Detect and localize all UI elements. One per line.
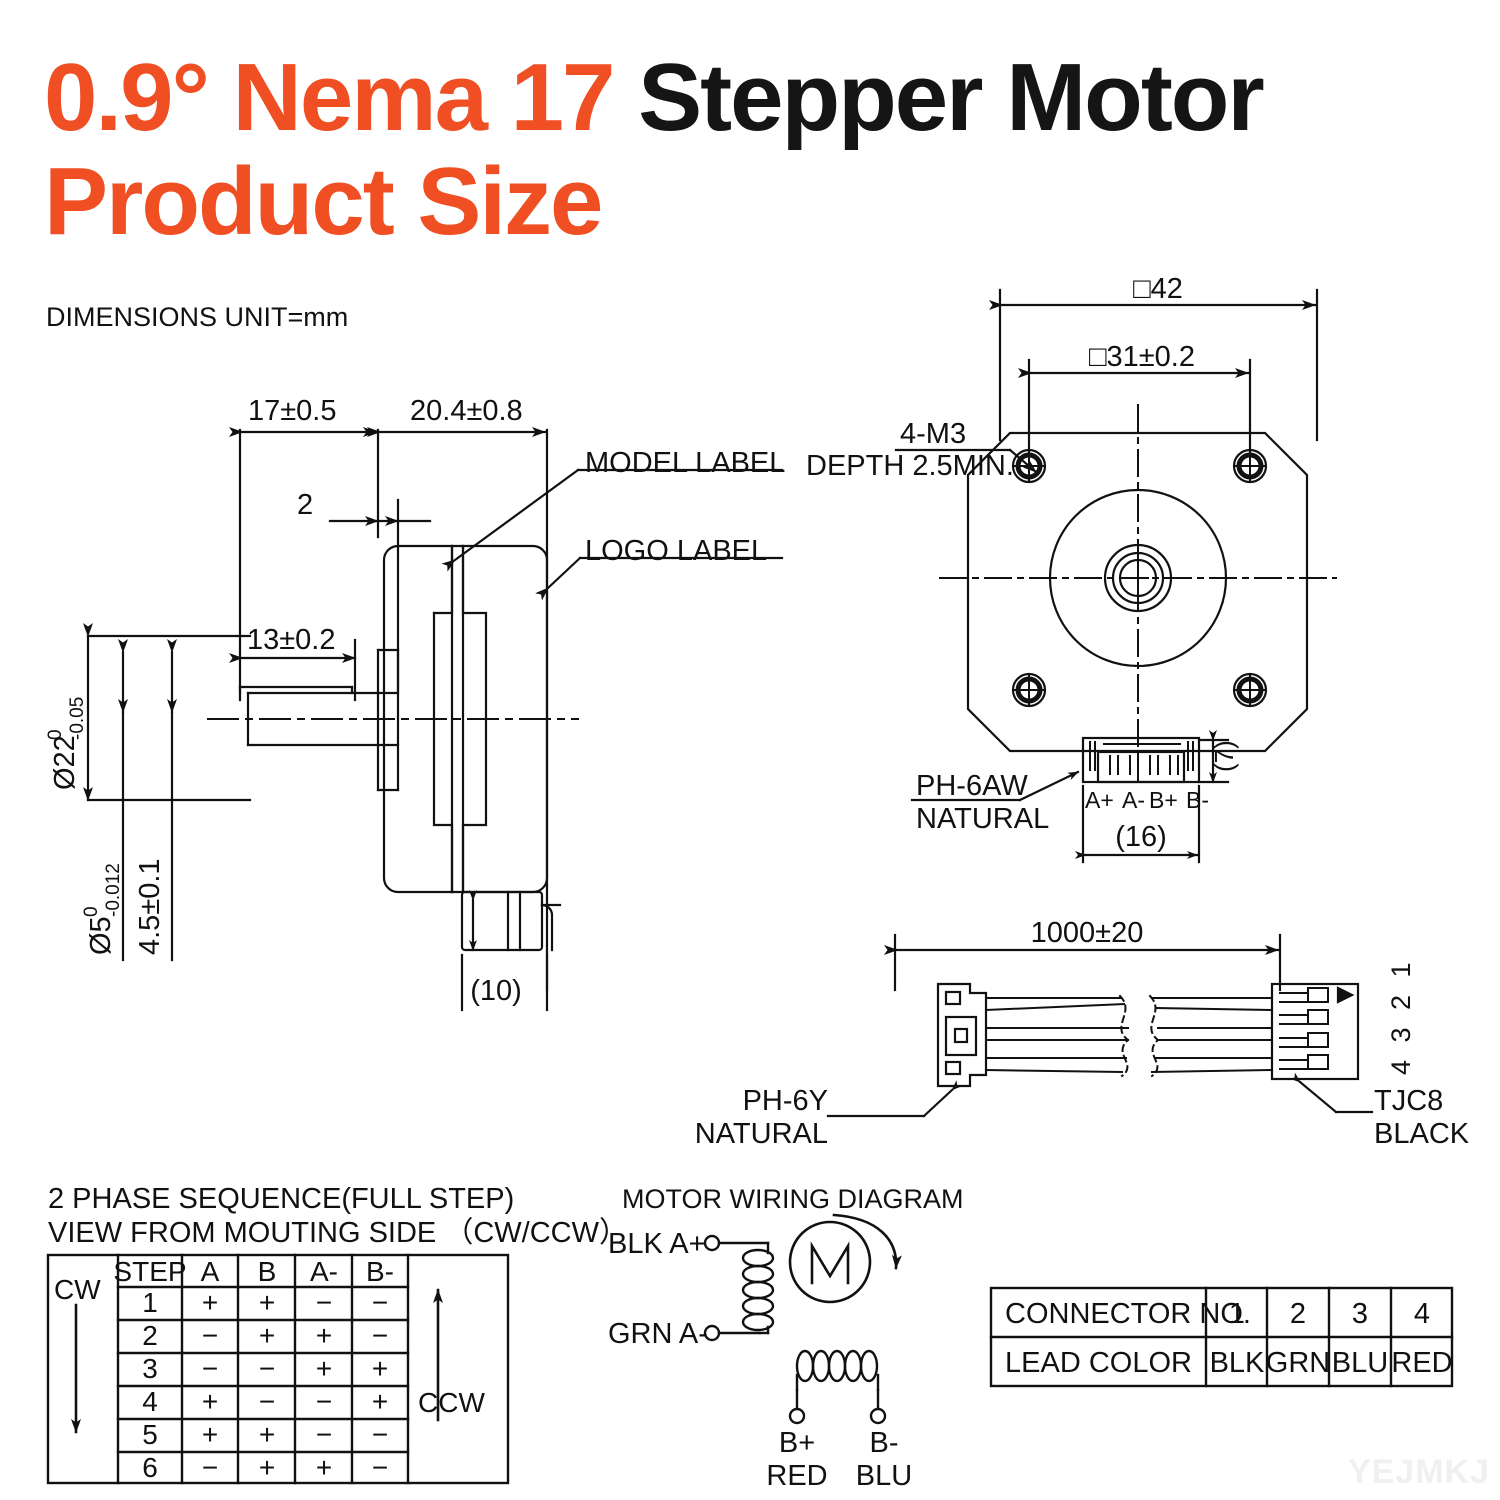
cable-pin-numbers: 4 3 2 1: [1386, 957, 1416, 1075]
phase-cell-6-b: +: [259, 1452, 275, 1483]
dim-cable-length: 1000±20: [1031, 917, 1144, 949]
lead-table-color-1: BLK: [1210, 1347, 1265, 1379]
pin-label-a-minus: A-: [1122, 787, 1145, 813]
dim-flange: 2: [297, 489, 313, 521]
phase-cell-3-a: −: [202, 1353, 218, 1384]
phase-cell-1-b: +: [259, 1287, 275, 1318]
lead-table-row1-label: CONNECTOR NO.: [1005, 1298, 1251, 1330]
cable-right-connector-color: BLACK: [1374, 1118, 1470, 1150]
dim-square-outer: □42: [1133, 273, 1183, 305]
phase-cell-2-a-minus: +: [316, 1320, 332, 1351]
pin-label-a-plus: A+: [1085, 787, 1114, 813]
lead-table-row2-label: LEAD COLOR: [1005, 1347, 1192, 1379]
phase-cell-3-b-minus: +: [372, 1353, 388, 1384]
phase-cell-2-b-minus: −: [372, 1320, 388, 1351]
wiring-term-b-minus: B-: [870, 1427, 899, 1459]
wiring-term-a-plus: BLK A+: [608, 1228, 706, 1260]
dim-body-length: 20.4±0.8: [410, 395, 523, 427]
dim-connector-depth: (7): [1209, 740, 1239, 772]
phase-cell-1-step: 1: [142, 1287, 158, 1318]
dim-pilot-tol-upper: 0: [45, 729, 66, 740]
wiring-term-b-plus-color: RED: [766, 1460, 827, 1492]
phase-cell-5-step: 5: [142, 1419, 158, 1450]
cable-right-connector: TJC8: [1374, 1085, 1443, 1117]
phase-cell-6-a: −: [202, 1452, 218, 1483]
note-thread-depth: DEPTH 2.5MIN.: [806, 450, 1014, 482]
phase-cell-1-b-minus: −: [372, 1287, 388, 1318]
cable-left-connector: PH-6Y: [743, 1085, 828, 1117]
front-connector-name: PH-6AW: [916, 770, 1028, 802]
phase-cell-5-b-minus: −: [372, 1419, 388, 1450]
phase-cell-2-b: +: [259, 1320, 275, 1351]
lead-table-color-2: GRN: [1266, 1347, 1330, 1379]
phase-header-a-minus: A-: [310, 1256, 338, 1287]
phase-cell-4-step: 4: [142, 1386, 158, 1417]
dim-flat-length: 13±0.2: [247, 624, 336, 656]
phase-cell-5-a-minus: −: [316, 1419, 332, 1450]
phase-cell-1-a: +: [202, 1287, 218, 1318]
wiring-term-a-minus: GRN A-: [608, 1318, 708, 1350]
dim-shaft-tol-upper: 0: [81, 906, 102, 917]
dim-pilot-tol-lower: -0.05: [67, 697, 88, 740]
phase-cell-3-step: 3: [142, 1353, 158, 1384]
pin-label-b-minus: B-: [1186, 787, 1209, 813]
phase-cell-6-b-minus: −: [372, 1452, 388, 1483]
dim-square-bolt: □31±0.2: [1089, 341, 1195, 373]
ccw-label: CCW: [418, 1387, 485, 1418]
cable-left-connector-color: NATURAL: [695, 1118, 828, 1150]
phase-cell-2-a: −: [202, 1320, 218, 1351]
dim-pilot-dia: Ø22: [49, 735, 81, 790]
dim-shaft-dia: Ø5: [85, 916, 117, 955]
front-connector-color: NATURAL: [916, 803, 1049, 835]
phase-header-a: A: [201, 1256, 220, 1287]
label-model: MODEL LABEL: [585, 447, 785, 479]
phase-header-b-minus: B-: [366, 1256, 394, 1287]
dim-connector-height: (10): [470, 975, 522, 1007]
phase-heading-line2: VIEW FROM MOUTING SIDE （CW/CCW）: [48, 1217, 628, 1249]
phase-cell-6-a-minus: +: [316, 1452, 332, 1483]
phase-heading-line1: 2 PHASE SEQUENCE(FULL STEP): [48, 1183, 514, 1215]
dim-connector-width: (16): [1115, 821, 1167, 853]
wiring-term-b-plus: B+: [779, 1427, 815, 1459]
wiring-term-b-minus-color: BLU: [856, 1460, 912, 1492]
dim-shaft-tol-lower: -0.012: [103, 863, 124, 917]
title-line2-orange: Product Size: [44, 147, 603, 255]
phase-header-b: B: [258, 1256, 277, 1287]
title-line1-orange: 0.9° Nema 17: [44, 44, 639, 151]
phase-cell-3-b: −: [259, 1353, 275, 1384]
phase-cell-4-a-minus: −: [316, 1386, 332, 1417]
label-logo: LOGO LABEL: [585, 535, 767, 567]
pin-label-b-plus: B+: [1149, 787, 1178, 813]
phase-cell-3-a-minus: +: [316, 1353, 332, 1384]
watermark: YEJMKJ: [1347, 1453, 1490, 1491]
title-line1-black: Stepper Motor: [638, 44, 1265, 151]
units-note: DIMENSIONS UNIT=mm: [46, 302, 349, 332]
phase-cell-4-b-minus: +: [372, 1386, 388, 1417]
phase-cell-4-b: −: [259, 1386, 275, 1417]
lead-table-connector-no-1: 1: [1229, 1298, 1245, 1330]
dim-flat-depth: 4.5±0.1: [134, 858, 166, 955]
phase-cell-2-step: 2: [142, 1320, 158, 1351]
lead-table-connector-no-3: 3: [1352, 1298, 1368, 1330]
note-thread-count: 4-M3: [900, 418, 966, 450]
phase-header-step: STEP: [113, 1256, 186, 1287]
phase-cell-5-b: +: [259, 1419, 275, 1450]
lead-table-color-4: RED: [1391, 1347, 1452, 1379]
wiring-heading: MOTOR WIRING DIAGRAM: [622, 1184, 964, 1214]
phase-cell-6-step: 6: [142, 1452, 158, 1483]
lead-table-color-3: BLU: [1332, 1347, 1388, 1379]
cw-label: CW: [54, 1274, 101, 1305]
phase-cell-4-a: +: [202, 1386, 218, 1417]
phase-cell-1-a-minus: −: [316, 1287, 332, 1318]
dim-shaft-length: 17±0.5: [248, 395, 337, 427]
page-title: 0.9° Nema 17 Stepper Motor Product Size: [44, 46, 1464, 253]
lead-table-connector-no-2: 2: [1290, 1298, 1306, 1330]
phase-cell-5-a: +: [202, 1419, 218, 1450]
lead-table-connector-no-4: 4: [1414, 1298, 1430, 1330]
